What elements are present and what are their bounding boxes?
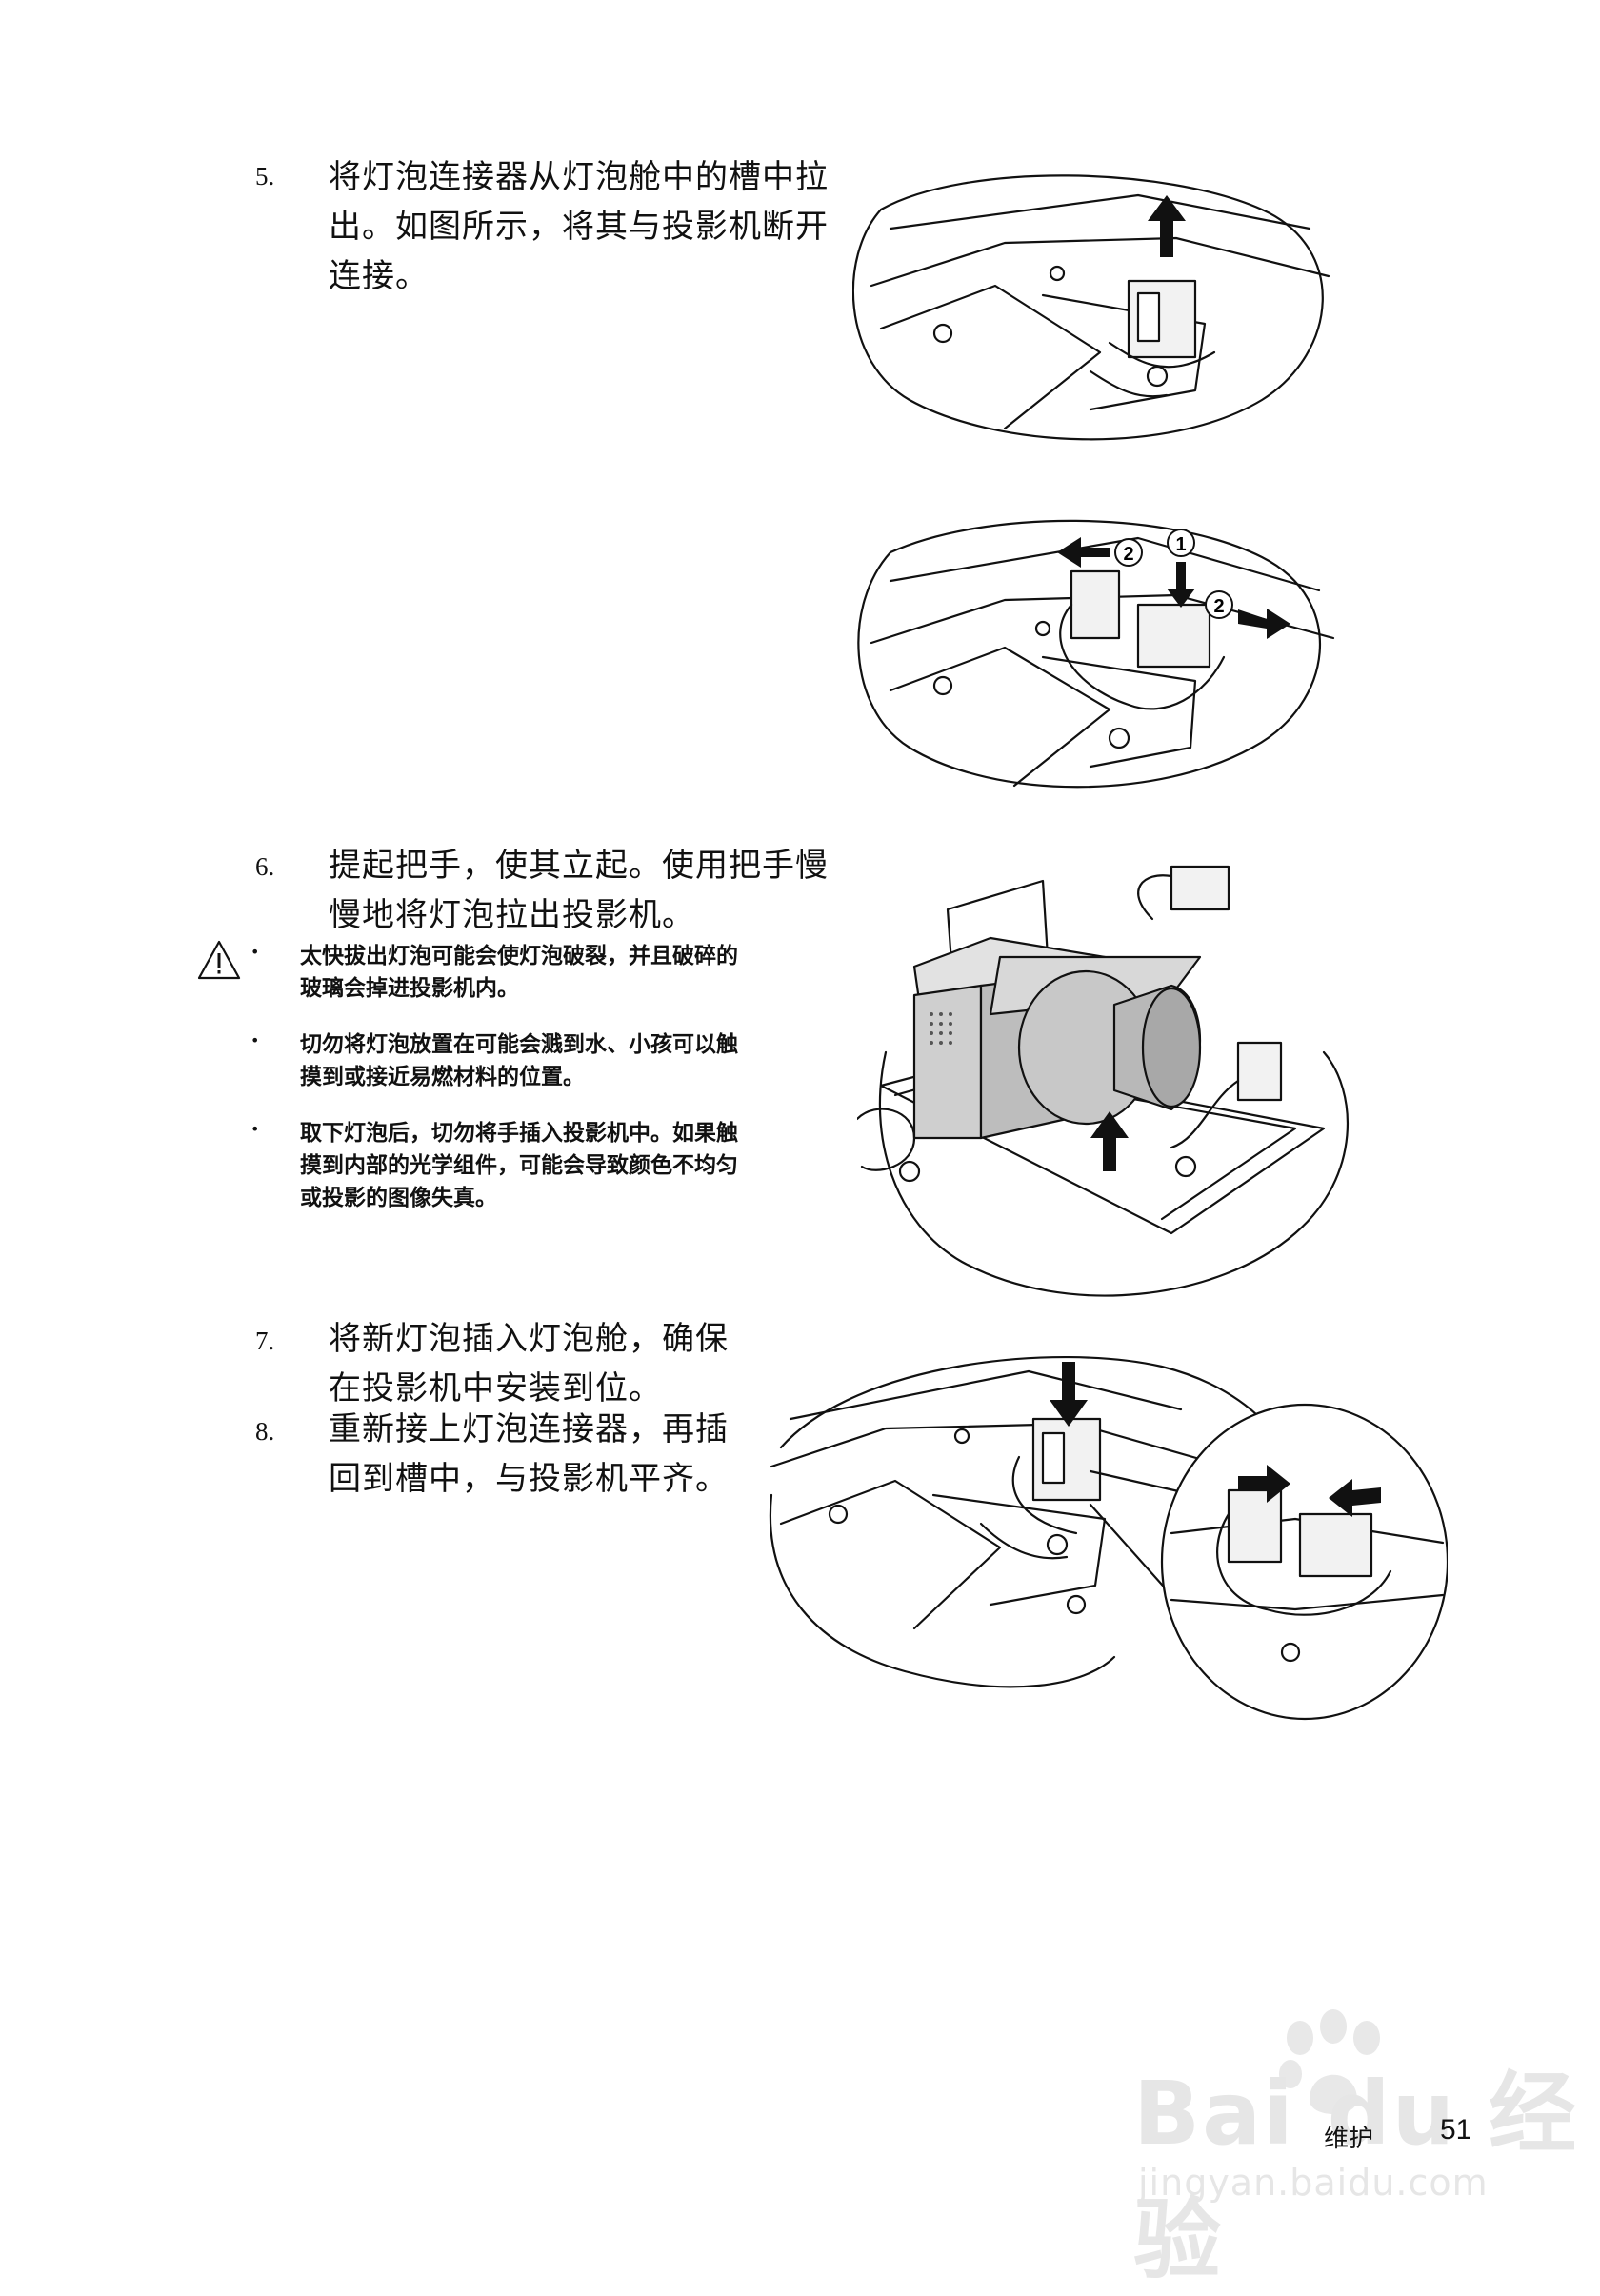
left-arrow-icon	[1329, 1479, 1381, 1517]
illustration-connector-separate: 2 1 2	[857, 519, 1335, 789]
warning-line: 取下灯泡后，切勿将手插入投影机中。如果触	[300, 1121, 738, 1146]
right-arrow-icon	[1238, 609, 1290, 639]
lamp-connector-right	[1298, 1512, 1373, 1578]
warning-item-1: 太快拔出灯泡可能会使灯泡破裂，并且破碎的 玻璃会掉进投影机内。	[300, 940, 862, 1005]
step-8-text: 重新接上灯泡连接器，再插 回到槽中，与投影机平齐。	[329, 1405, 738, 1504]
illustration-lamp-removal	[857, 865, 1350, 1297]
step-line: 提起把手，使其立起。使用把手慢	[329, 847, 829, 885]
down-arrow-icon	[1050, 1362, 1088, 1427]
illustration-lamp-reinsert	[769, 1355, 1448, 1721]
right-arrow-icon	[1238, 1465, 1290, 1503]
illustration-connector-pull-out	[852, 174, 1330, 441]
step-line: 将灯泡连接器从灯泡舱中的槽中拉	[329, 158, 829, 196]
step-line: 将新灯泡插入灯泡舱，确保	[329, 1320, 729, 1358]
callout-one: 1	[1167, 529, 1195, 557]
warning-line: 玻璃会掉进投影机内。	[300, 976, 519, 1001]
warning-line: 摸到内部的光学组件，可能会导致颜色不均匀	[300, 1153, 738, 1178]
step-7-text: 将新灯泡插入灯泡舱，确保 在投影机中安装到位。	[329, 1314, 738, 1413]
callout-label: 2	[1213, 596, 1224, 617]
callout-two-left: 2	[1114, 538, 1143, 567]
up-arrow-icon	[1148, 195, 1186, 257]
step-line: 在投影机中安装到位。	[329, 1369, 662, 1408]
socket-connector	[1236, 1041, 1283, 1102]
warning-item-2: 切勿将灯泡放置在可能会溅到水、小孩可以触 摸到或接近易燃材料的位置。	[300, 1028, 862, 1093]
callout-label: 1	[1175, 534, 1186, 555]
step-line: 出。如图所示，将其与投影机断开	[329, 208, 829, 246]
callout-label: 2	[1123, 544, 1133, 565]
warning-bullet: •	[250, 943, 260, 961]
step-5-text: 将灯泡连接器从灯泡舱中的槽中拉 出。如图所示，将其与投影机断开 连接。	[329, 152, 843, 301]
page-number: 51	[1440, 2114, 1472, 2146]
step-number: 7.	[255, 1327, 275, 1355]
step-line: 回到槽中，与投影机平齐。	[329, 1460, 729, 1498]
warning-item-3: 取下灯泡后，切勿将手插入投影机中。如果触 摸到内部的光学组件，可能会导致颜色不均…	[300, 1117, 862, 1214]
step-6-text: 提起把手，使其立起。使用把手慢 慢地将灯泡拉出投影机。	[329, 841, 843, 940]
watermark-url: jingyan.baidu.com	[1138, 2162, 1489, 2204]
lamp-connector	[1170, 865, 1230, 911]
step-number: 5.	[255, 162, 275, 190]
down-arrow-icon	[1167, 562, 1195, 608]
step-number: 8.	[255, 1417, 275, 1446]
lamp-connector-right	[1136, 603, 1211, 669]
warning-line: 切勿将灯泡放置在可能会溅到水、小孩可以触	[300, 1032, 738, 1057]
warning-bullet: •	[250, 1120, 260, 1138]
footer-section: 维护	[1324, 2125, 1374, 2153]
watermark-brand: Bai du 经验	[1133, 2063, 1579, 2291]
lamp-connector-left	[1070, 569, 1121, 640]
warning-bullet: •	[250, 1031, 260, 1049]
lamp-connector-left	[1227, 1488, 1283, 1564]
callout-two-right: 2	[1205, 590, 1233, 619]
step-line: 连接。	[329, 257, 429, 295]
warning-triangle-icon	[197, 940, 241, 980]
warning-line: 或投影的图像失真。	[300, 1186, 497, 1210]
left-arrow-icon	[1057, 537, 1110, 568]
step-number: 6.	[255, 852, 275, 881]
step-line: 重新接上灯泡连接器，再插	[329, 1410, 729, 1448]
warning-line: 太快拔出灯泡可能会使灯泡破裂，并且破碎的	[300, 944, 738, 968]
paw-icon	[1279, 2009, 1380, 2114]
warning-line: 摸到或接近易燃材料的位置。	[300, 1065, 585, 1089]
zoom-detail	[1160, 1403, 1448, 1721]
up-arrow-icon	[1090, 1111, 1129, 1171]
step-line: 慢地将灯泡拉出投影机。	[329, 896, 695, 934]
